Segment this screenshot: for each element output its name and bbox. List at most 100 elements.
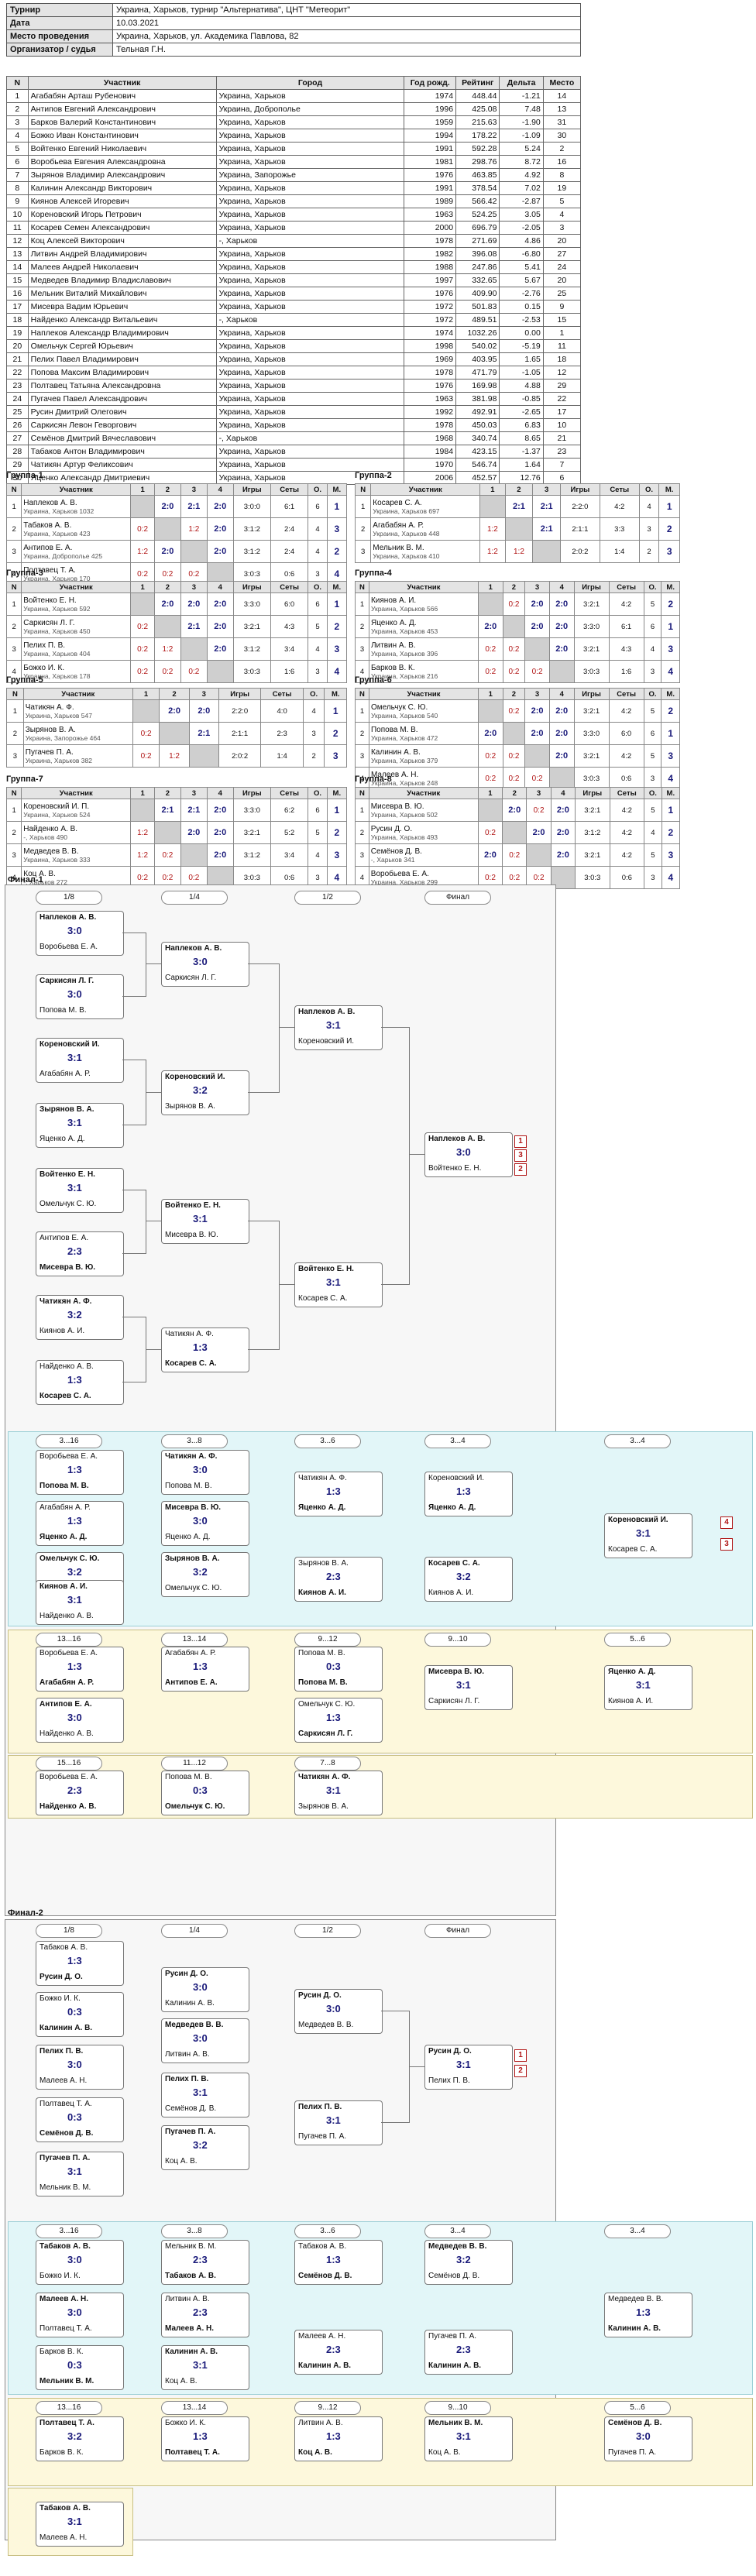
group-points: 4: [638, 495, 660, 518]
roster-cell: Кореновский Игорь Петрович: [27, 208, 217, 222]
match-score: 3:2: [67, 1566, 82, 1578]
roster-cell: 7.02: [499, 181, 544, 195]
group-score: [130, 592, 155, 616]
roster-cell: 10: [542, 418, 582, 432]
match-player-2: Медведев В. В.: [298, 2021, 354, 2029]
group-score: 2:0: [550, 821, 576, 844]
roster-cell: 15: [6, 273, 29, 287]
match-player-1: Найденко А. В.: [40, 1362, 94, 1371]
participant-name: Коц А. В.: [23, 869, 56, 878]
roster-cell: Агабабян Арташ Рубенович: [27, 89, 217, 103]
match-player-1: Литвин А. В.: [165, 2295, 210, 2303]
roster-cell: 1.64: [499, 458, 544, 472]
participant-name: Калинин А. В.: [370, 747, 421, 757]
match-score: 3:0: [193, 1981, 208, 1993]
match-player-1: Пелих П. В.: [298, 2103, 342, 2111]
match-player-2: Яценко А. Д.: [165, 1533, 211, 1541]
group-header: Сеты: [270, 787, 309, 799]
place-marker: 2: [514, 2065, 527, 2077]
group-sets: 6:1: [270, 495, 309, 518]
participant-city: Украина, Харьков 453: [370, 627, 438, 635]
group-games: 3:3:0: [573, 722, 610, 745]
round-header: 1/4: [161, 891, 228, 905]
group-points: 5: [644, 843, 662, 867]
roster-cell: Киянов Алексей Игоревич: [27, 194, 217, 208]
group-row-num: 3: [355, 843, 369, 867]
group-games: 3:1:2: [575, 821, 610, 844]
group-score: 0:2: [130, 615, 155, 638]
roster-cell: Пелих Павел Владимирович: [27, 352, 217, 366]
group-games: 2:0:2: [218, 744, 262, 768]
match-score: 0:3: [67, 2006, 82, 2018]
match-score: 3:2: [193, 1084, 208, 1096]
match-player-1: Полтавец Т. А.: [40, 2419, 94, 2427]
roster-cell: 448.44: [455, 89, 500, 103]
group-games: 3:0:3: [573, 767, 610, 790]
group-score: 2:0: [206, 799, 234, 822]
group-score: [130, 495, 155, 518]
roster-cell: 1978: [404, 418, 457, 432]
roster-cell: 7: [542, 458, 582, 472]
group-header: 4: [206, 787, 234, 799]
roster-header: Город: [215, 76, 405, 90]
group-games: 3:0:0: [232, 495, 271, 518]
group-points: 4: [308, 637, 328, 661]
match-player-2: Киянов А. И.: [608, 1697, 654, 1705]
match-player-1: Воробьева Е. А.: [40, 1649, 98, 1657]
group-score: [502, 821, 527, 844]
match-player-1: Табаков А. В.: [40, 2242, 91, 2251]
match-player-2: Малеев А. Н.: [40, 2076, 88, 2085]
match-player-2: Яценко А. Д.: [40, 1135, 85, 1143]
match-player-1: Агабабян А. Р.: [165, 1649, 216, 1657]
group-header: N: [5, 787, 22, 799]
roster-cell: Чатикян Артур Феликсович: [27, 458, 217, 472]
group-place: 4: [661, 866, 681, 889]
match-player-2: Семёнов Д. В.: [40, 2129, 94, 2138]
match-player-1: Воробьева Е. А.: [40, 1773, 98, 1781]
match-score: 3:1: [67, 2166, 82, 2177]
match-player-2: Яценко А. Д.: [40, 1533, 88, 1541]
roster-cell: 4.86: [499, 234, 544, 248]
match-player-1: Русин Д. О.: [165, 1970, 208, 1978]
roster-cell: Божко Иван Константинович: [27, 129, 217, 143]
group-header: 3: [526, 787, 552, 799]
match-player-2: Попова М. В.: [40, 1482, 89, 1490]
participant-name: Пелих П. В.: [23, 641, 66, 650]
roster-cell: Воробьева Евгения Александровна: [27, 155, 217, 169]
match-score: 1:3: [326, 2254, 341, 2265]
match-player-1: Омельчук С. Ю.: [40, 1554, 100, 1563]
group-score: [477, 799, 503, 822]
roster-cell: -, Харьков: [215, 313, 405, 327]
group-sets: 4:2: [609, 843, 645, 867]
match-score: 3:1: [193, 2087, 208, 2098]
group-title: Группа-2: [355, 471, 392, 480]
match-player-1: Медведев В. В.: [428, 2242, 487, 2251]
roster-cell: 540.02: [455, 339, 500, 353]
match-player-1: Пугачев П. А.: [40, 2154, 91, 2162]
info-value: 10.03.2021: [112, 16, 581, 30]
match-score: 3:0: [456, 1146, 471, 1158]
match-score: 2:3: [193, 2306, 208, 2318]
round-header: 9...10: [424, 1633, 491, 1647]
roster-cell: 14: [6, 260, 29, 274]
